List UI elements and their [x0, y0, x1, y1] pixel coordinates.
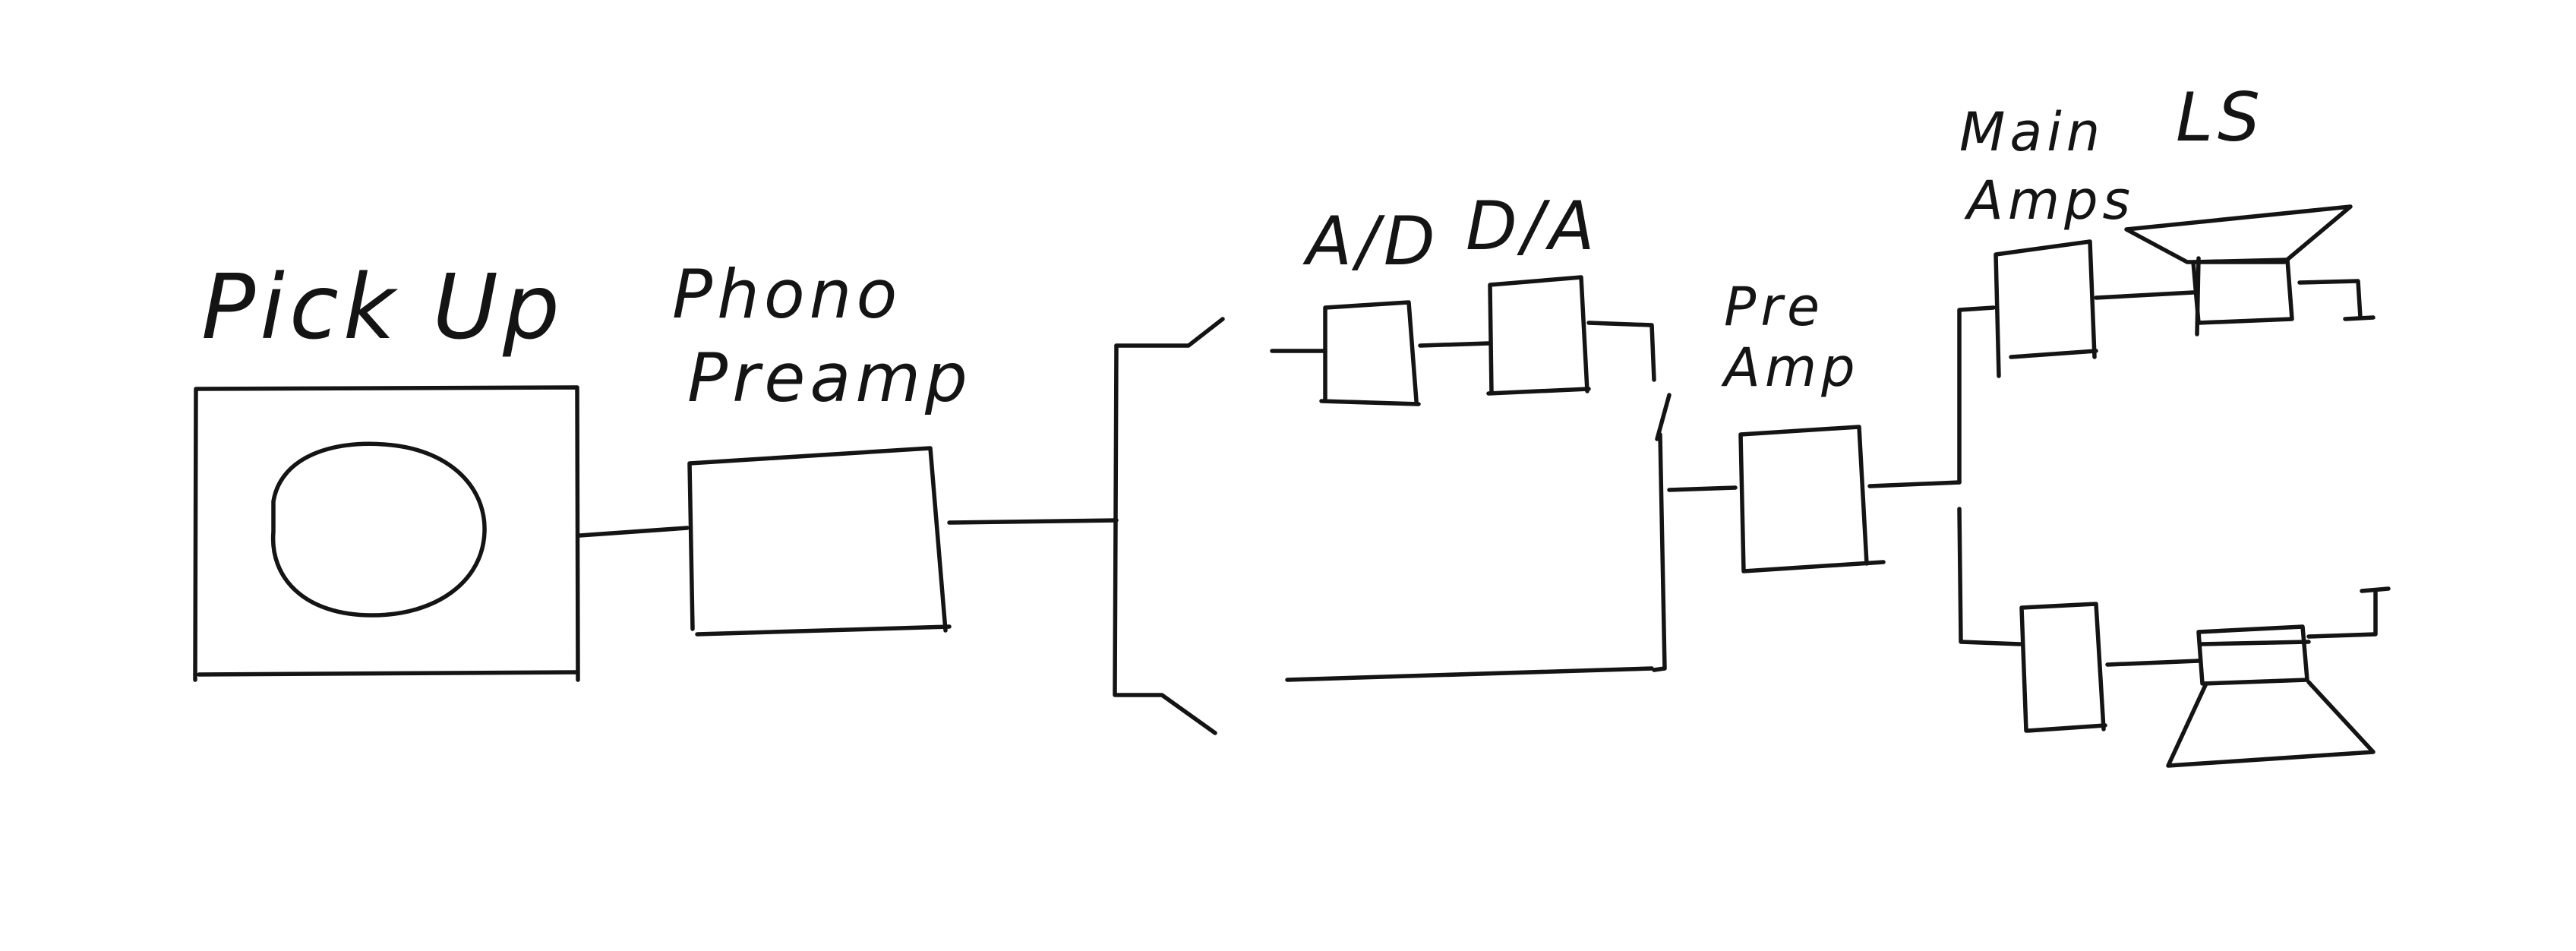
- output-switch: [1652, 393, 1672, 672]
- wire-ad-to-da: [1418, 341, 1491, 348]
- wire-da-output: [1586, 321, 1656, 382]
- pickup-block: [193, 385, 580, 682]
- preamp-block: [1738, 425, 1886, 573]
- preamp-label-line1: Pre: [1724, 276, 1824, 338]
- ad-converter-block: [1319, 300, 1421, 406]
- phono-label-line1: Phono: [672, 255, 901, 333]
- wire-switch-to-preamp: [1667, 485, 1738, 492]
- wire-phono-to-switch: [947, 518, 1119, 525]
- wire-amp-lower-to-speaker: [2105, 659, 2201, 667]
- main-amps-label-line2: Amps: [1964, 169, 2135, 232]
- da-converter-block: [1486, 275, 1591, 396]
- preamp-label-line2: Amp: [1721, 336, 1860, 399]
- wire-split-upper: [1957, 305, 1996, 485]
- wire-preamp-to-split: [1867, 480, 1962, 488]
- ls-label: LS: [2176, 78, 2265, 156]
- loudspeaker-lower: [2166, 586, 2391, 768]
- pickup-label: Pick Up: [201, 254, 564, 359]
- main-amp-lower-block: [2019, 602, 2107, 733]
- turntable-disc: [270, 441, 487, 618]
- phono-preamp-block: [687, 446, 952, 637]
- wire-amp-upper-to-speaker: [2094, 290, 2196, 300]
- loudspeaker-upper: [2124, 204, 2376, 336]
- wire-direct-path: [1285, 666, 1654, 682]
- main-amp-upper-block: [1994, 239, 2098, 378]
- phono-label-line2: Preamp: [687, 339, 972, 417]
- ad-label: A/D: [1302, 202, 1440, 280]
- da-label: D/A: [1466, 187, 1599, 265]
- wire-split-lower: [1957, 507, 2022, 646]
- wire-pickup-to-phono: [577, 526, 690, 538]
- input-switch: [1113, 317, 1225, 735]
- main-amps-label-line1: Main: [1959, 101, 2104, 163]
